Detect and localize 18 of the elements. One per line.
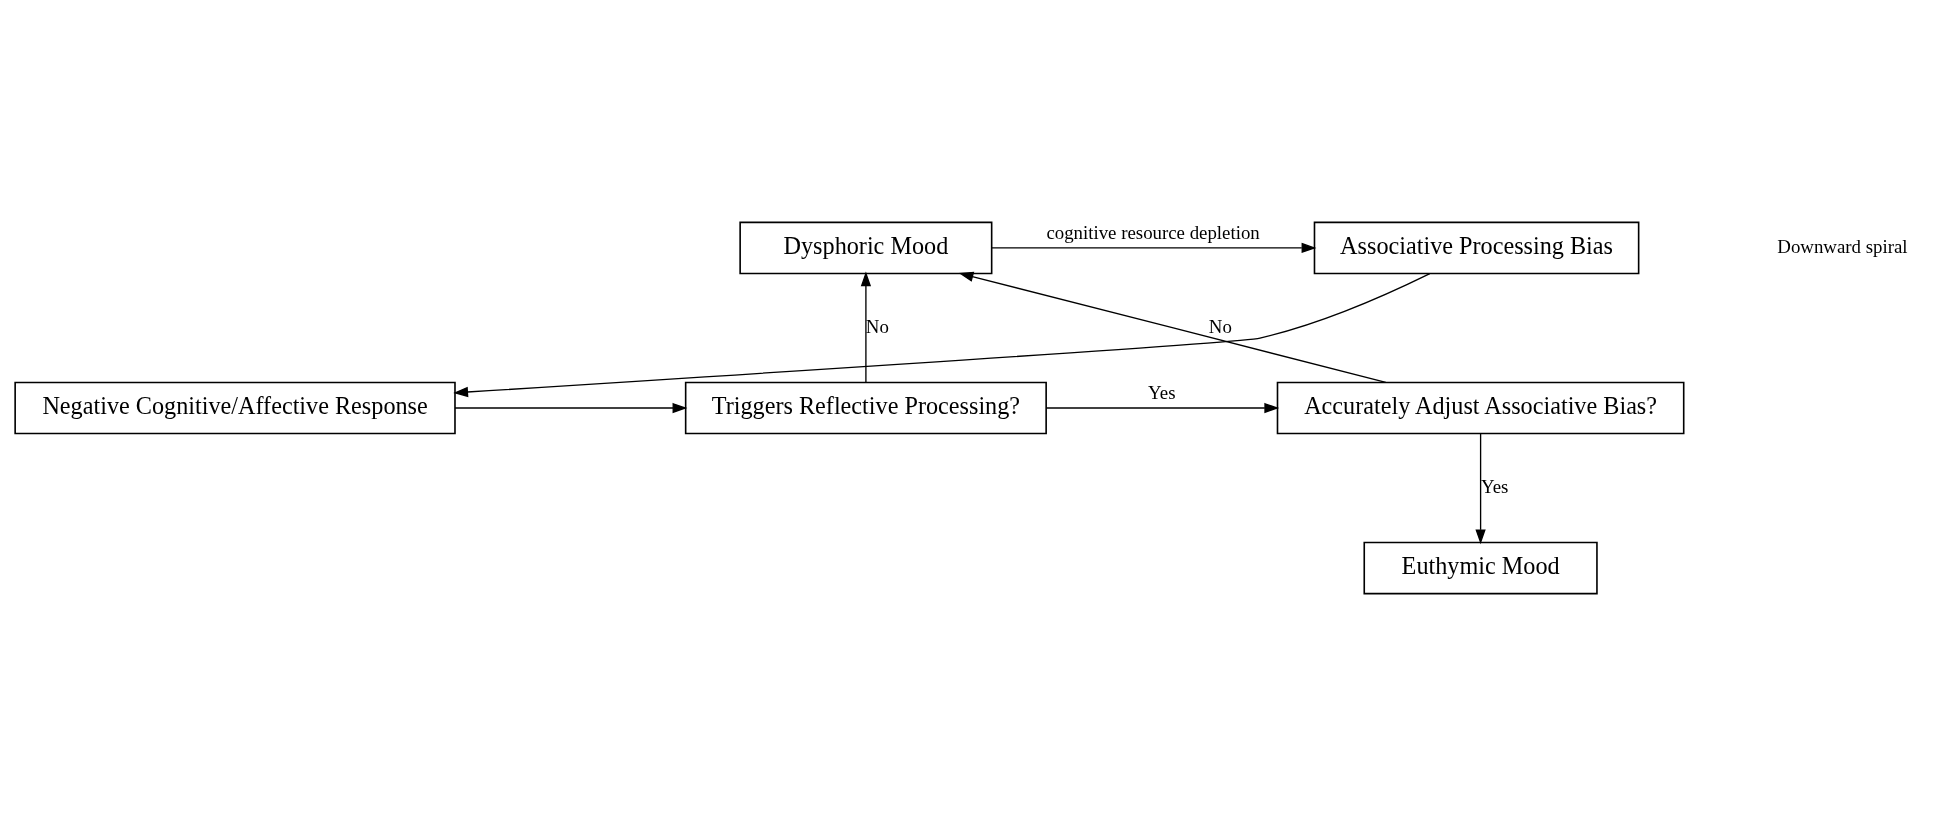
node-box: Associative Processing Bias [1313, 221, 1640, 274]
edge-label: Yes [1481, 475, 1509, 497]
edge-label: No [1208, 315, 1232, 337]
node-box: Euthymic Mood [1363, 541, 1598, 594]
arrow [860, 270, 872, 383]
label: Downward spiral [1777, 235, 1908, 257]
edge-label: cognitive resource depletion [1046, 221, 1260, 243]
node-box: Dysphoric Mood [739, 221, 993, 274]
arrow [454, 402, 688, 413]
arrow [991, 242, 1317, 253]
node-box: Accurately Adjust Associative Bias? [1276, 381, 1685, 434]
node-box: Negative Cognitive/Affective Response [14, 381, 456, 434]
arrow [453, 272, 1431, 397]
node-box: Triggers Reflective Processing? [684, 381, 1047, 434]
arrow [1475, 432, 1486, 544]
edge-label: Yes [1148, 381, 1176, 403]
arrow [1045, 402, 1280, 413]
arrow [958, 271, 1387, 383]
